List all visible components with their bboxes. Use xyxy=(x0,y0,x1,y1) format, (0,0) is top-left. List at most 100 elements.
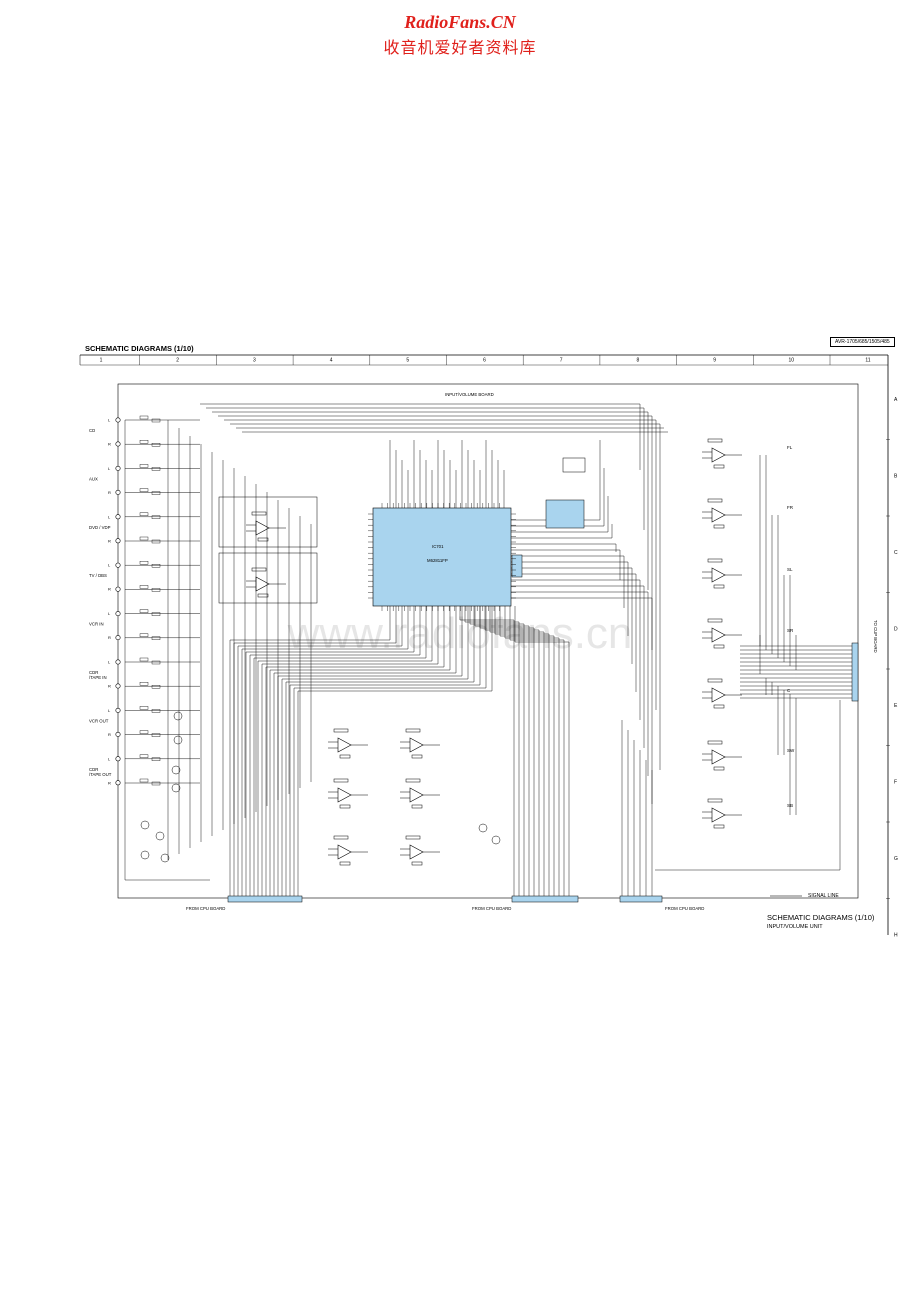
output-channel-label: FR xyxy=(787,505,794,510)
output-channel-label: SB xyxy=(787,803,793,808)
grid-col-label: 6 xyxy=(483,358,486,364)
input-jack-icon xyxy=(115,756,121,762)
channel-letter: L xyxy=(108,418,111,423)
transistor-icon xyxy=(155,831,165,841)
input-jack-icon xyxy=(115,441,121,447)
transistor-icon xyxy=(140,820,150,830)
grid-row-label: B xyxy=(894,474,898,480)
channel-letter: R xyxy=(108,538,111,543)
site-watermark: RadioFans.CN xyxy=(404,12,516,32)
opamp-icon xyxy=(702,558,742,589)
opamp-icon xyxy=(400,778,440,809)
grid-row-label: A xyxy=(894,397,898,403)
opamp-icon xyxy=(328,728,368,759)
input-jack-icon xyxy=(115,611,121,617)
opamp-icon xyxy=(328,778,368,809)
transistor-icon xyxy=(491,835,501,845)
ic701-chip xyxy=(372,507,512,607)
opamp-icon xyxy=(702,678,742,709)
grid-col-label: 5 xyxy=(406,358,409,364)
cpu-connector-1 xyxy=(227,895,303,903)
channel-letter: R xyxy=(108,635,111,640)
input-source-label: DVD / VDP xyxy=(89,525,111,530)
opamp-icon xyxy=(702,498,742,529)
input-jack-icon xyxy=(115,586,121,592)
input-source-label: /TAPE IN xyxy=(89,675,107,680)
channel-letter: R xyxy=(108,732,111,737)
input-jack-icon xyxy=(115,489,121,495)
channel-letter: R xyxy=(108,780,111,785)
output-channel-label: FL xyxy=(787,445,793,450)
transistor-icon xyxy=(171,765,181,775)
input-source-label: TV / DBS xyxy=(89,573,107,578)
grid-row-label: G xyxy=(894,856,898,862)
page-title: SCHEMATIC DIAGRAMS (1/10) xyxy=(85,344,194,353)
channel-letter: L xyxy=(108,708,111,713)
grid-row-label: E xyxy=(894,703,898,709)
output-channel-label: C xyxy=(787,688,791,693)
board-name: INPUT/VOLUME BOARD xyxy=(445,392,494,397)
transistor-icon xyxy=(171,783,181,793)
model-number: AVR-1705/685/1505/485 xyxy=(830,337,895,347)
opamp-icon xyxy=(328,835,368,866)
grid-col-label: 11 xyxy=(865,358,870,364)
grid-col-label: 9 xyxy=(713,358,716,364)
input-jack-icon xyxy=(115,562,121,568)
input-source-label: CDR xyxy=(89,670,98,675)
cpu-connector-3 xyxy=(619,895,663,903)
opamp-icon xyxy=(246,511,286,542)
grid-row-label: C xyxy=(894,550,898,556)
channel-letter: R xyxy=(108,490,111,495)
transistor-icon xyxy=(478,823,488,833)
transistor-icon xyxy=(160,853,170,863)
input-jack-icon xyxy=(115,707,121,713)
grid-col-label: 7 xyxy=(560,358,563,364)
input-source-label: AUX xyxy=(89,476,98,481)
footer-subtitle: INPUT/VOLUME UNIT xyxy=(767,924,823,930)
output-channel-label: SL xyxy=(787,567,793,572)
channel-letter: L xyxy=(108,756,111,761)
input-source-label: VCR IN xyxy=(89,622,104,627)
url-watermark: www.radiofans.cn xyxy=(287,609,633,658)
grid-row-label: D xyxy=(894,627,898,633)
opamp-icon xyxy=(702,798,742,829)
signal-line-legend: SIGNAL LINE xyxy=(808,893,839,899)
channel-letter: R xyxy=(108,587,111,592)
output-connector xyxy=(851,642,859,702)
opamp-icon xyxy=(702,618,742,649)
grid-col-label: 2 xyxy=(176,358,179,364)
opamp-icon xyxy=(702,438,742,469)
input-source-label: /TAPE OUT xyxy=(89,772,112,777)
opamp-icon xyxy=(702,740,742,771)
cpu-connector-2 xyxy=(511,895,579,903)
input-source-label: CDR xyxy=(89,767,98,772)
input-source-label: VCR OUT xyxy=(89,718,109,723)
grid-col-label: 1 xyxy=(100,358,103,364)
footer-title: SCHEMATIC DIAGRAMS (1/10) xyxy=(767,913,875,922)
opamp-icon xyxy=(246,567,286,598)
grid-col-label: 3 xyxy=(253,358,256,364)
from-cpu-label-2: FROM CPU BOARD xyxy=(472,906,511,911)
input-jack-icon xyxy=(115,538,121,544)
input-jack-icon xyxy=(115,514,121,520)
from-cpu-label-3: FROM CPU BOARD xyxy=(665,906,704,911)
input-jack-icon xyxy=(115,417,121,423)
signal-line-swatch xyxy=(770,895,802,897)
ic-part: M62811FP xyxy=(427,558,448,563)
grid-col-label: 10 xyxy=(789,358,795,364)
channel-letter: L xyxy=(108,563,111,568)
channel-letter: L xyxy=(108,466,111,471)
transistor-icon xyxy=(173,711,183,721)
opamp-icon xyxy=(400,728,440,759)
site-tagline: 收音机爱好者资料库 xyxy=(383,38,537,57)
channel-letter: L xyxy=(108,660,111,665)
grid-row-label: F xyxy=(894,780,897,786)
input-jack-icon xyxy=(115,683,121,689)
opamp-icon xyxy=(400,835,440,866)
ic-ref: IC701 xyxy=(432,544,444,549)
input-jack-icon xyxy=(115,731,121,737)
output-channel-label: SR xyxy=(787,628,794,633)
to-board-label: TO CUP BOARD xyxy=(873,620,878,653)
grid-col-label: 4 xyxy=(330,358,333,364)
